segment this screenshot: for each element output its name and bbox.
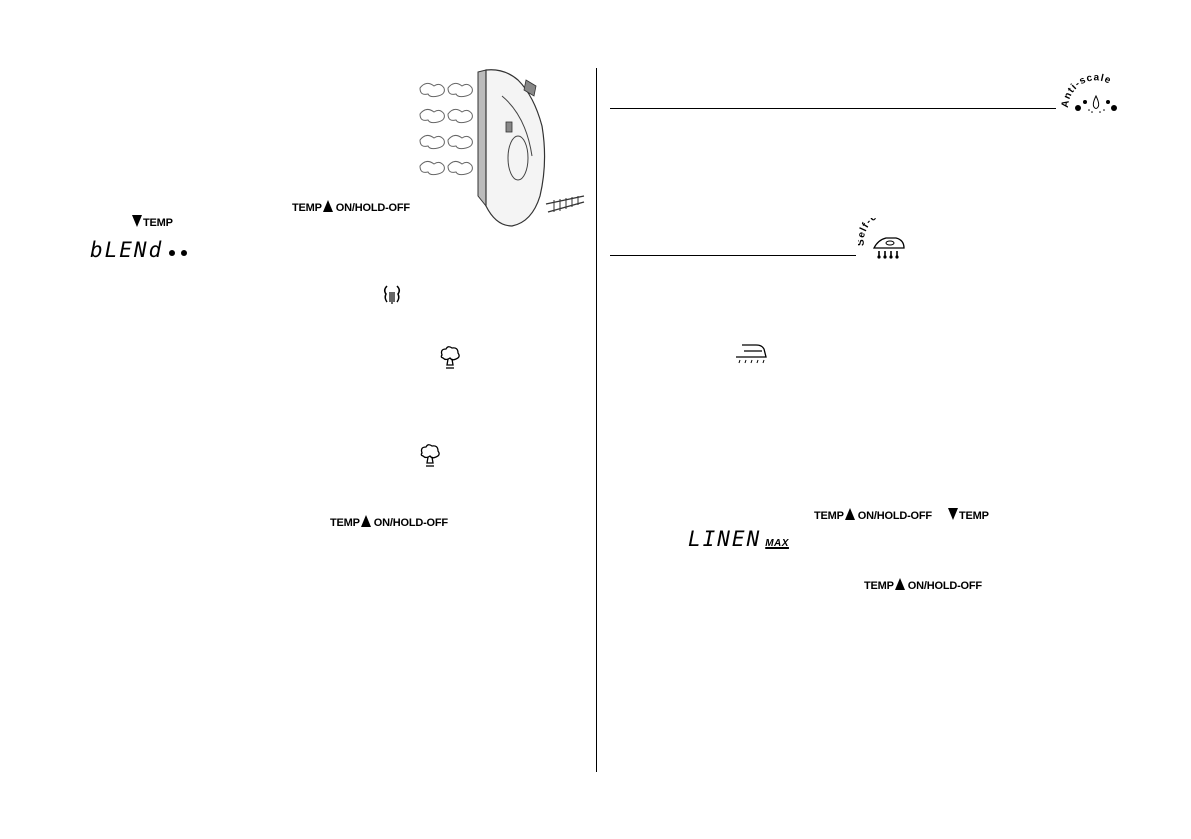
- temp-label: TEMP: [292, 202, 322, 214]
- temp-up-on-hold-off-label: TEMP ON/HOLD-OFF: [814, 508, 932, 522]
- triangle-up-icon: [322, 200, 333, 212]
- lcd-max-text: MAX: [765, 538, 789, 549]
- on-hold-off-label: ON/HOLD-OFF: [907, 580, 982, 592]
- column-divider: [596, 68, 597, 772]
- lcd-linen-text: LINEN: [688, 527, 762, 551]
- on-hold-off-label: ON/HOLD-OFF: [335, 202, 410, 214]
- steam-burst-icon: [440, 346, 460, 369]
- steam-burst-icon: [420, 444, 440, 467]
- triangle-down-icon: [948, 508, 958, 520]
- soleplate-icon: [736, 344, 767, 364]
- temp-label: TEMP: [814, 510, 844, 522]
- triangle-up-icon: [894, 578, 905, 590]
- triangle-down-icon: [132, 215, 142, 227]
- temp-up-on-hold-off-label: TEMP ON/HOLD-OFF: [330, 515, 448, 529]
- vertical-steam-icon: [383, 285, 401, 304]
- temp-label: TEMP: [330, 517, 360, 529]
- on-hold-off-label: ON/HOLD-OFF: [857, 510, 932, 522]
- section-divider: [610, 255, 856, 256]
- temp-up-on-hold-off-label: TEMP ON/HOLD-OFF: [864, 578, 982, 592]
- anti-scale-badge: Anti-scale: [1060, 72, 1117, 113]
- steam-puff-group: [419, 82, 473, 176]
- temp-down-label: TEMP: [132, 215, 173, 229]
- triangle-up-icon: [360, 515, 371, 527]
- lcd-dot: [169, 250, 176, 256]
- lcd-dot: [181, 250, 188, 256]
- temp-label: TEMP: [959, 510, 989, 522]
- lcd-blend-text: bLENd: [90, 238, 164, 262]
- lcd-blend-readout: bLENd: [90, 238, 188, 262]
- triangle-up-icon: [844, 508, 855, 520]
- temp-label: TEMP: [143, 217, 173, 229]
- on-hold-off-label: ON/HOLD-OFF: [373, 517, 448, 529]
- section-divider: [610, 108, 1056, 109]
- temp-down-label: TEMP: [948, 508, 989, 522]
- temp-up-on-hold-off-label: TEMP ON/HOLD-OFF: [292, 200, 410, 214]
- temp-label: TEMP: [864, 580, 894, 592]
- self-clean-badge: Self-clean: [858, 218, 905, 259]
- iron-vertical-steam-illustration: [419, 69, 585, 227]
